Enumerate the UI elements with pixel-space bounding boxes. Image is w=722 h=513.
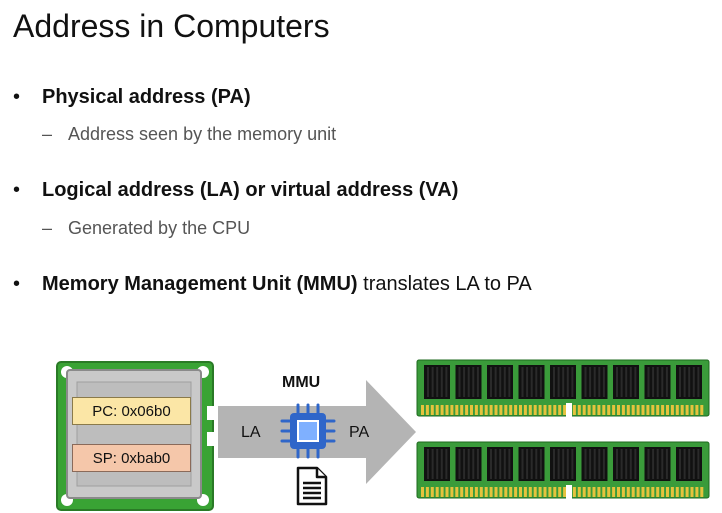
memory-module-icon [416,441,710,499]
bullet-bold-text: Logical address (LA) or virtual address … [42,179,459,201]
sub-bullet-text: Generated by the CPU [68,218,251,238]
la-label: LA [241,424,261,441]
chip-icon [280,403,336,459]
sp-register-box: SP: 0xbab0 [72,444,191,472]
bullet-logical-address: • Logical address (LA) or virtual addres… [13,179,458,202]
mmu-diagram: PC: 0x06b0 SP: 0xbab0 LA PA MMU [0,340,722,513]
bullet-rest-text: translates LA to PA [357,273,532,295]
mmu-label: MMU [282,374,321,391]
bullet-bold-text: Physical address (PA) [42,86,251,108]
sub-bullet-text: Address seen by the memory unit [68,124,337,144]
memory-module-icon [416,359,710,417]
sub-dash: – [42,218,53,238]
pc-register-label: PC: 0x06b0 [92,402,171,420]
bullet-dot: • [13,86,21,108]
pc-register-box: PC: 0x06b0 [72,397,191,425]
pa-label: PA [349,424,370,441]
sub-bullet-logical: – Generated by the CPU [42,218,250,239]
document-icon [296,466,328,506]
sp-register-label: SP: 0xbab0 [92,449,171,467]
sub-dash: – [42,124,53,144]
cpu-board-icon [56,361,215,511]
bullet-mmu: • Memory Management Unit (MMU) translate… [13,273,532,296]
bullet-dot: • [13,273,21,295]
bullet-bold-text: Memory Management Unit (MMU) [42,273,358,295]
page-title: Address in Computers [13,8,330,44]
bullet-physical-address: • Physical address (PA) [13,86,251,109]
sub-bullet-physical: – Address seen by the memory unit [42,124,336,145]
bullet-dot: • [13,179,21,201]
